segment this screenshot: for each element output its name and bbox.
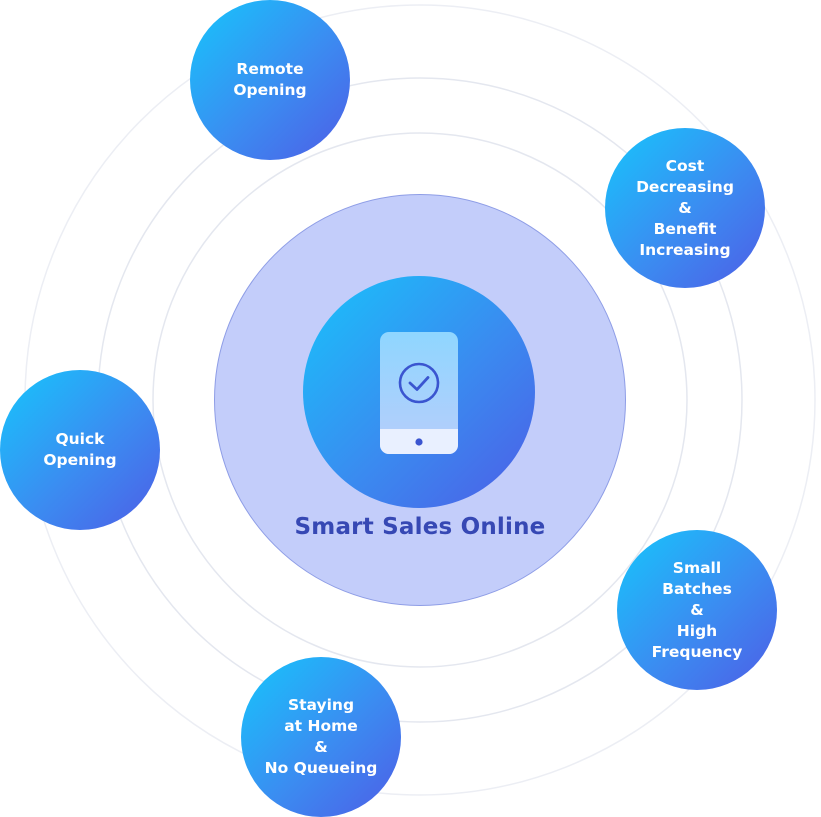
check-circle-icon: [398, 362, 440, 404]
node-label: Staying at Home & No Queueing: [264, 696, 378, 777]
smartphone-check-icon: [380, 332, 458, 454]
node-label: Quick Opening: [43, 430, 117, 469]
node-label: Remote Opening: [233, 60, 307, 99]
home-button-icon: [415, 438, 423, 446]
node-label: Cost Decreasing & Benefit Increasing: [636, 156, 734, 259]
node-remote-opening: Remote Opening: [190, 0, 350, 160]
node-cost-decreasing: Cost Decreasing & Benefit Increasing: [605, 128, 765, 288]
node-small-batches: Small Batches & High Frequency: [617, 530, 777, 690]
diagram-title: Smart Sales Online: [294, 514, 546, 540]
node-quick-opening: Quick Opening: [0, 370, 160, 530]
orbit-ring-inner: [152, 132, 688, 668]
node-label: Small Batches & High Frequency: [651, 558, 743, 661]
node-staying-at-home: Staying at Home & No Queueing: [241, 657, 401, 817]
check-mark-icon: [408, 376, 430, 391]
